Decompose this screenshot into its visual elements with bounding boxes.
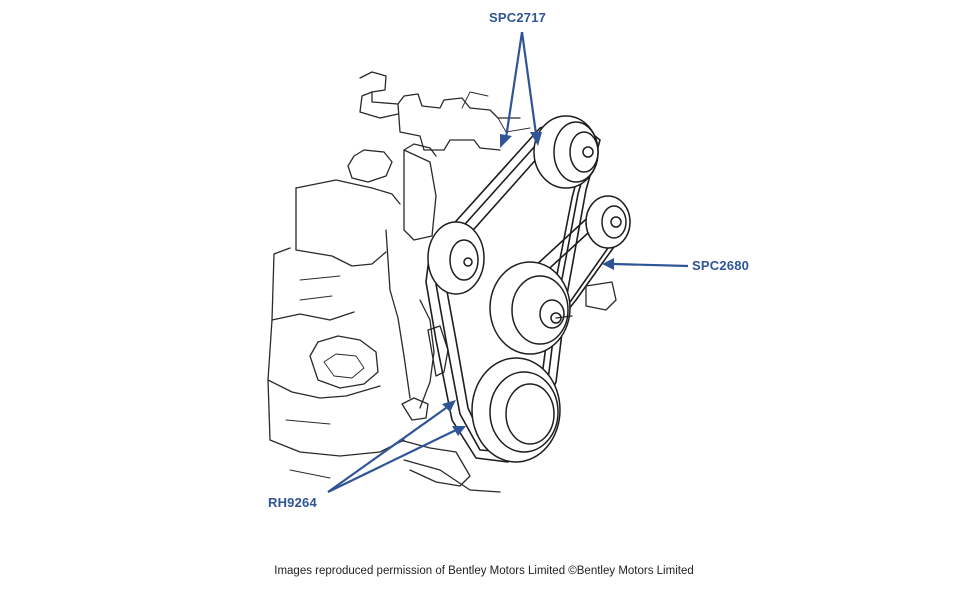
arrow-rh9264-upper <box>327 400 456 493</box>
callout-spc2680: SPC2680 <box>692 258 750 273</box>
callout-rh9264: RH9264 <box>268 495 317 510</box>
arrow-rh9264-lower <box>327 426 466 493</box>
pulley-tensioner <box>585 195 631 249</box>
arrow-spc2717-left <box>500 31 524 148</box>
engine-block-outline <box>267 71 531 493</box>
pulley-crankshaft <box>471 357 561 463</box>
pulley-top <box>533 115 599 189</box>
copyright-credit: Images reproduced permission of Bentley … <box>274 565 694 577</box>
pulley-water-pump <box>489 261 617 355</box>
pulley-idler-left <box>427 221 485 295</box>
arrow-spc2680 <box>602 258 689 270</box>
arrow-spc2717-right <box>520 31 542 146</box>
callout-spc2717: SPC2717 <box>489 10 547 25</box>
